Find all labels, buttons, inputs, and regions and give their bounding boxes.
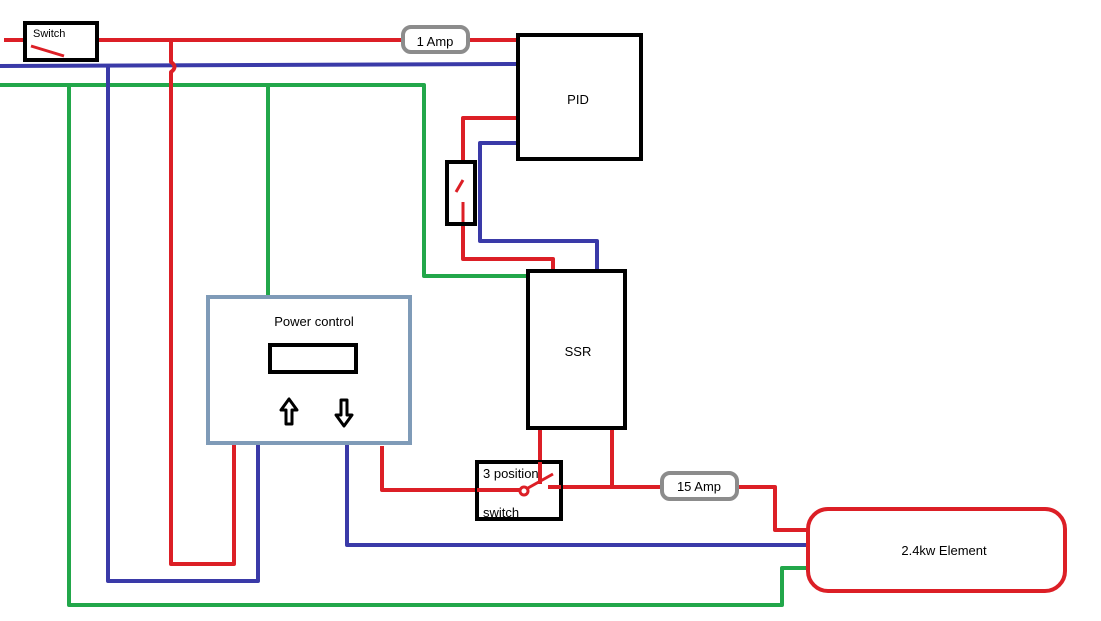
switch-lever-icon	[30, 44, 65, 58]
main-switch[interactable]: Switch	[23, 21, 99, 62]
pid-label: PID	[567, 92, 589, 107]
heating-element-label: 2.4kw Element	[901, 543, 987, 558]
pid-output-switch[interactable]	[445, 160, 477, 226]
heating-element: 2.4kw Element	[806, 507, 1067, 593]
neutral-wire-power-control	[106, 66, 260, 583]
power-control: Power control	[206, 295, 412, 445]
selector-switch[interactable]: 3 position switch	[475, 460, 563, 521]
pid-controller: PID	[516, 33, 643, 161]
fuse-15-amp-label: 15 Amp	[677, 479, 721, 494]
selector-switch-label-line2: switch	[483, 505, 519, 520]
fuse-1-amp-label: 1 Amp	[417, 34, 454, 49]
pid-to-ssr-control-positive	[461, 116, 555, 271]
power-control-display	[268, 343, 358, 374]
pid-to-ssr-control-negative	[478, 141, 599, 271]
selector-switch-label-line1: 3 position	[483, 466, 539, 481]
earth-wire-mains	[0, 83, 528, 278]
main-switch-label: Switch	[33, 28, 65, 40]
switch-lever-icon	[454, 179, 465, 193]
down-arrow-icon[interactable]	[334, 398, 354, 428]
neutral-wire-mains	[0, 62, 519, 68]
neutral-wire-element	[345, 443, 809, 547]
live-wire-power-control	[169, 40, 236, 566]
ssr: SSR	[526, 269, 627, 430]
power-control-to-selector	[380, 446, 520, 492]
ssr-label: SSR	[565, 344, 592, 359]
fuse-to-element	[737, 485, 809, 532]
up-arrow-icon[interactable]	[279, 397, 299, 426]
switch-pivot-icon	[518, 485, 530, 497]
earth-wire-element	[67, 85, 809, 607]
power-control-label: Power control	[274, 314, 354, 329]
fuse-15-amp: 15 Amp	[660, 471, 739, 501]
fuse-1-amp: 1 Amp	[401, 25, 470, 54]
